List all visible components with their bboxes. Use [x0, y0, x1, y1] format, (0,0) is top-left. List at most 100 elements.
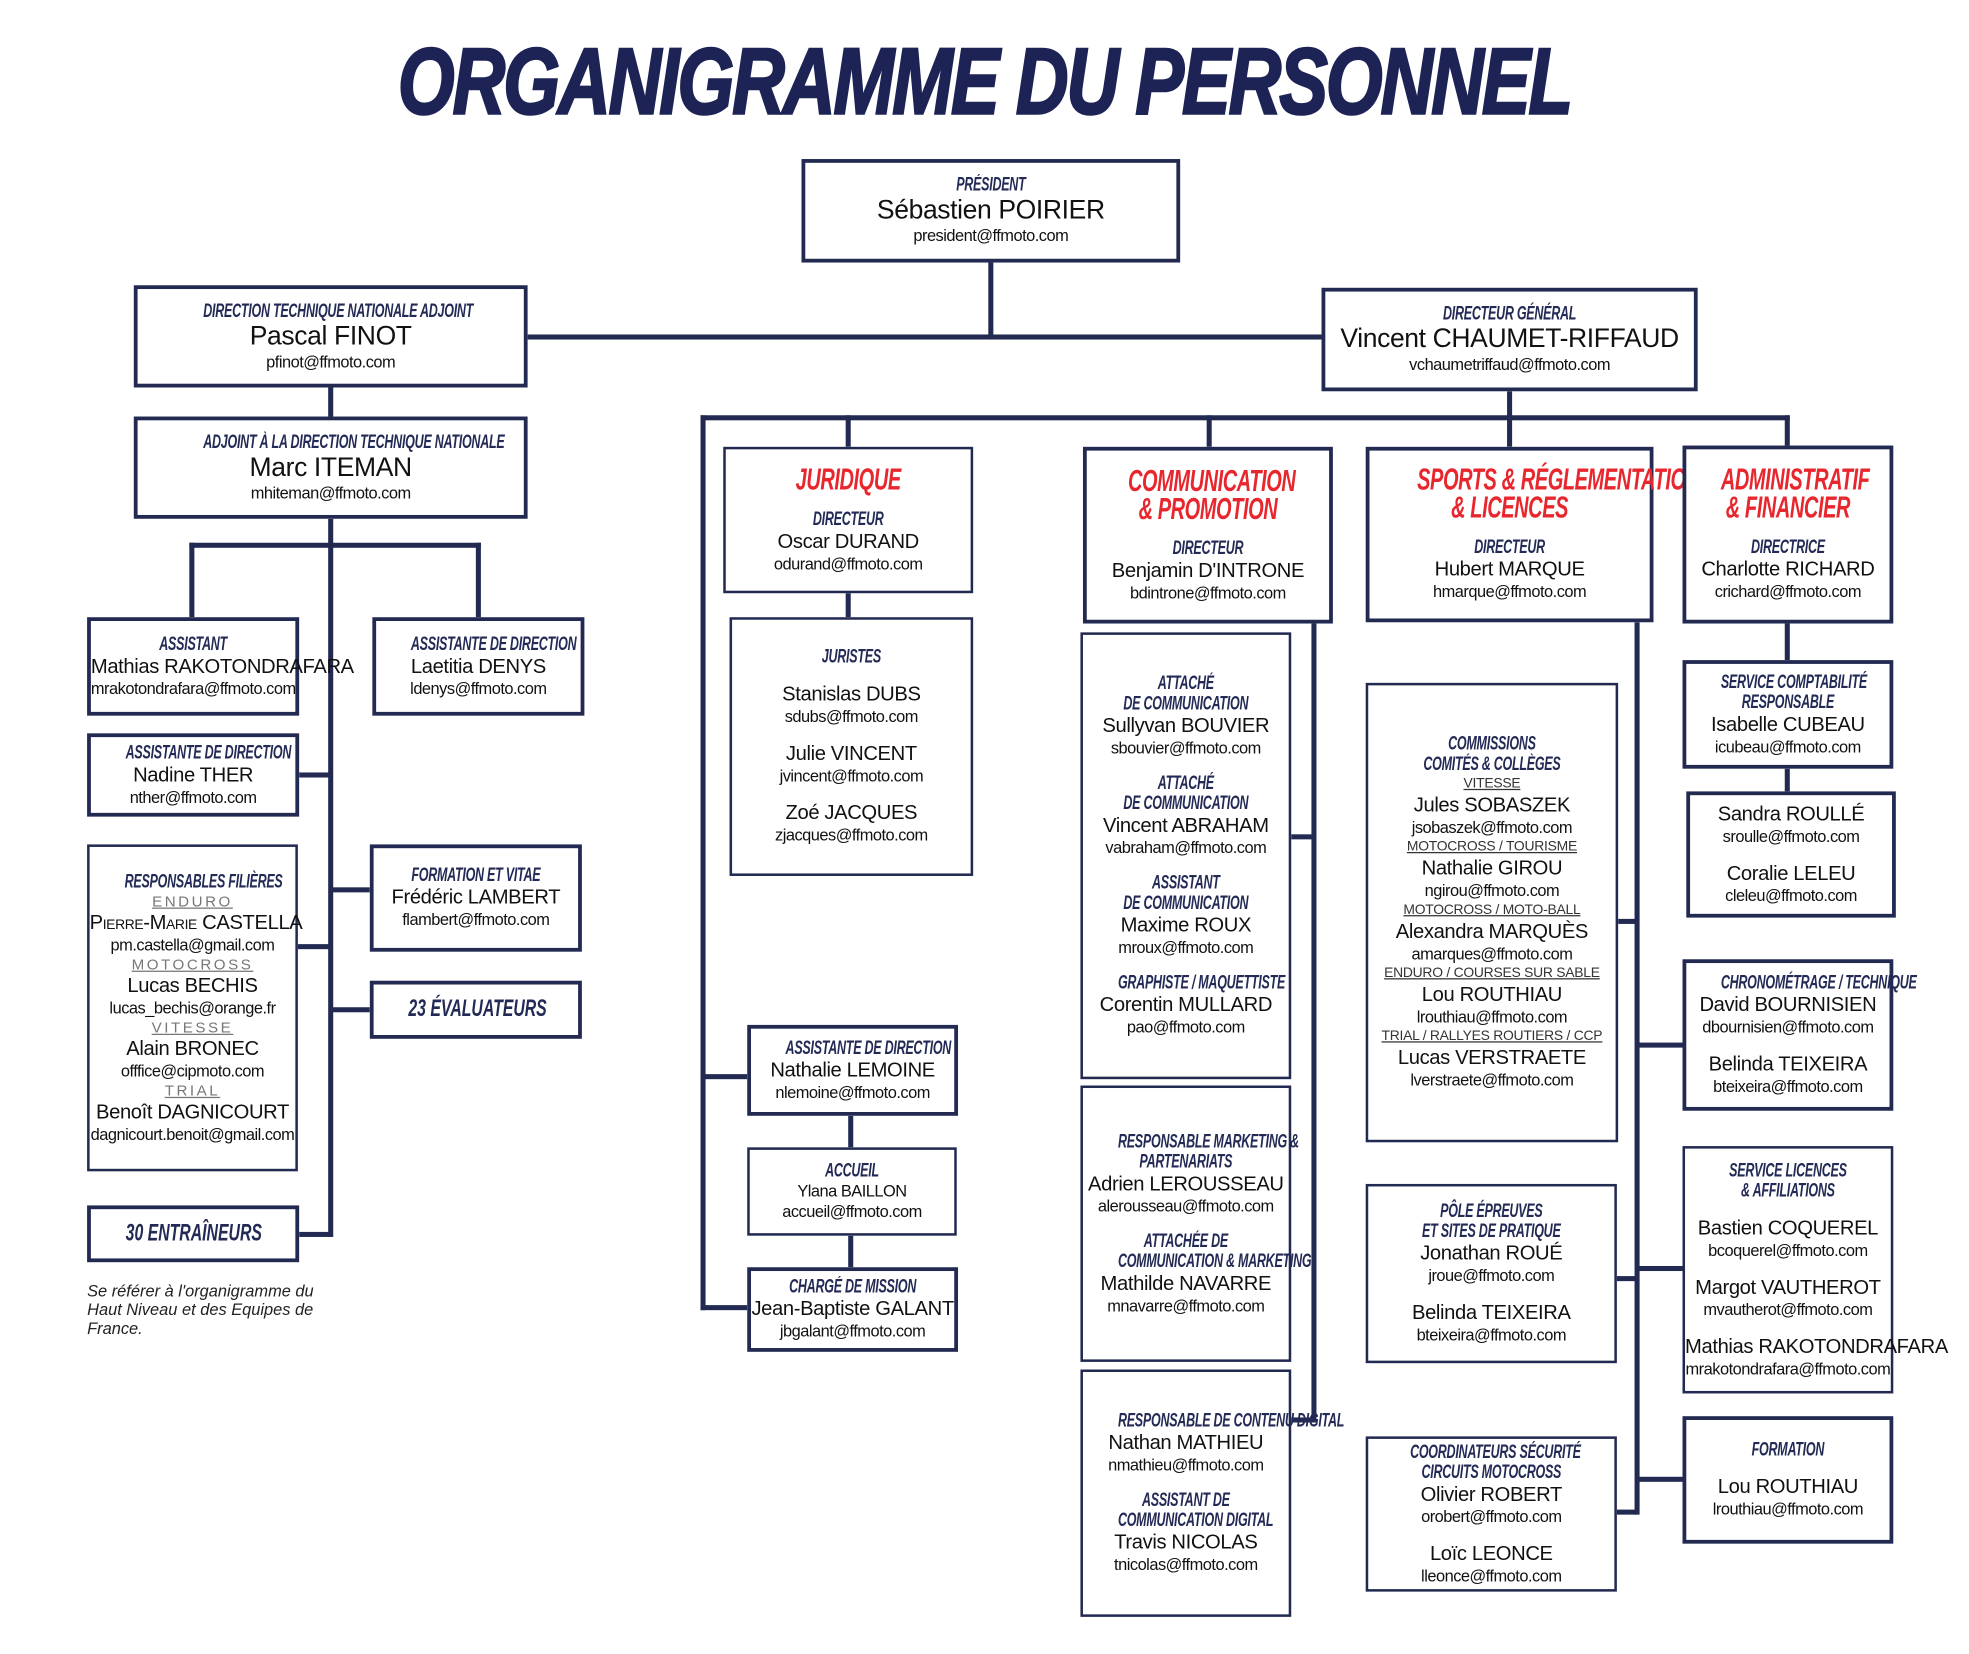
email-address[interactable]: odurand@ffmoto.com [773, 553, 923, 573]
email-address[interactable]: crichard@ffmoto.com [1714, 581, 1862, 601]
email-address[interactable]: vchaumetriffaud@ffmoto.com [1409, 354, 1611, 374]
email-address[interactable]: lverstraete@ffmoto.com [1410, 1070, 1574, 1090]
email-address[interactable]: Ylana BAILLON [797, 1181, 907, 1201]
category-label: MOTOCROSS [131, 954, 254, 973]
person-name: Mathias RAKOTONDRAFARA [1685, 1336, 1948, 1358]
email-address[interactable]: accueil@ffmoto.com [782, 1201, 922, 1221]
email-address[interactable]: mroux@ffmoto.com [1118, 937, 1254, 957]
role-title: FORMATION ET VITAE [411, 864, 541, 887]
email-address[interactable]: pao@ffmoto.com [1126, 1017, 1245, 1037]
email-address[interactable]: dagnicourt.benoit@gmail.com [90, 1123, 295, 1143]
email-address[interactable]: sdubs@ffmoto.com [784, 706, 919, 726]
role-title: FORMATION [1751, 1438, 1825, 1461]
email-address[interactable]: amarques@ffmoto.com [1411, 944, 1573, 964]
email-address[interactable]: lleonce@ffmoto.com [1421, 1565, 1562, 1585]
connector-line [297, 944, 331, 950]
category-label: VITESSE [151, 1017, 234, 1036]
department-title: ADMINISTRATIF [1720, 463, 1870, 498]
connector-line [1637, 1265, 1683, 1272]
email-address[interactable]: ldenys@ffmoto.com [410, 678, 547, 698]
email-address[interactable]: vabraham@ffmoto.com [1105, 838, 1267, 858]
person-name: Alexandra MARQUÈS [1395, 921, 1589, 943]
email-address[interactable]: bteixeira@ffmoto.com [1416, 1325, 1567, 1345]
email-address[interactable]: mnavarre@ffmoto.com [1107, 1295, 1265, 1315]
email-address[interactable]: lrouthiau@ffmoto.com [1712, 1499, 1864, 1519]
email-address[interactable]: mrakotondrafara@ffmoto.com [1685, 1358, 1891, 1378]
role-title: RESPONSABLE DE CONTENU DIGITAL [1117, 1409, 1345, 1432]
person-name: Benjamin D'INTRONE [1111, 559, 1305, 582]
email-address[interactable]: nther@ffmoto.com [129, 786, 257, 806]
role-title: DIRECTEUR [812, 508, 884, 530]
person-name: Nathalie GIROU [1421, 858, 1563, 880]
email-address[interactable]: ngirou@ffmoto.com [1424, 881, 1560, 900]
role-title: DIRECTION TECHNIQUE NATIONALE ADJOINT [203, 299, 474, 322]
email-address[interactable]: zjacques@ffmoto.com [775, 825, 928, 845]
person-name: Julie VINCENT [785, 743, 917, 765]
category-label: VITESSE [1463, 776, 1521, 792]
email-address[interactable]: pm.castella@gmail.com [110, 934, 275, 954]
email-address[interactable]: icubeau@ffmoto.com [1714, 736, 1861, 756]
email-address[interactable]: president@ffmoto.com [913, 225, 1069, 245]
email-address[interactable]: sroulle@ffmoto.com [1722, 826, 1860, 846]
email-address[interactable]: orobert@ffmoto.com [1421, 1506, 1562, 1526]
connector-line [1637, 1476, 1683, 1482]
connector-line [328, 387, 334, 417]
email-address[interactable]: lrouthiau@ffmoto.com [1416, 1007, 1568, 1027]
role-title: CHARGÉ DE MISSION [789, 1276, 917, 1298]
person-name: Coralie LELEU [1726, 863, 1856, 885]
email-address[interactable]: offfice@cipmoto.com [120, 1060, 265, 1080]
email-address[interactable]: mrakotondrafara@ffmoto.com [90, 678, 296, 698]
email-address[interactable]: lucas_bechis@orange.fr [109, 997, 276, 1017]
page-title: ORGANIGRAMME DU PERSONNEL [397, 28, 1574, 135]
email-address[interactable]: alerousseau@ffmoto.com [1097, 1195, 1274, 1215]
department-title: & FINANCIER [1725, 490, 1851, 526]
email-address[interactable]: mhiteman@ffmoto.com [250, 482, 411, 502]
role-title: ATTACHÉE DE [1143, 1230, 1229, 1252]
person-name: Sullyvan BOUVIER [1102, 715, 1270, 738]
connector-line [1784, 623, 1790, 661]
org-box-entraineurs: 30 ENTRAÎNEURS [87, 1205, 300, 1263]
email-address[interactable]: mvautherot@ffmoto.com [1703, 1299, 1873, 1319]
person-name: Lou ROUTHIAU [1717, 1476, 1859, 1499]
email-address[interactable]: bcoquerel@ffmoto.com [1708, 1240, 1868, 1260]
person-name: Maxime ROUX [1120, 915, 1252, 937]
email-address[interactable]: jsobaszek@ffmoto.com [1411, 817, 1573, 837]
email-address[interactable]: sbouvier@ffmoto.com [1110, 738, 1261, 758]
role-title: DE COMMUNICATION [1123, 692, 1249, 715]
email-address[interactable]: bdintrone@ffmoto.com [1130, 582, 1286, 602]
connector-line [1507, 415, 1513, 447]
email-address[interactable]: dbournisien@ffmoto.com [1702, 1017, 1874, 1037]
person-name: Lucas VERSTRAETE [1397, 1047, 1586, 1070]
email-address[interactable]: jroue@ffmoto.com [1428, 1265, 1555, 1285]
role-title: GRAPHISTE / MAQUETTISTE [1117, 971, 1286, 994]
role-title: COMMISSIONS [1448, 733, 1536, 755]
email-address[interactable]: jbgalant@ffmoto.com [779, 1321, 926, 1341]
email-address[interactable]: jvincent@ffmoto.com [779, 766, 924, 786]
person-name: Pierre-Marie CASTELLA [89, 911, 303, 934]
email-address[interactable]: bteixeira@ffmoto.com [1713, 1076, 1863, 1096]
connector-line [328, 518, 334, 1237]
role-title: COMMUNICATION & MARKETING [1117, 1250, 1312, 1272]
email-address[interactable]: tnicolas@ffmoto.com [1114, 1555, 1258, 1574]
person-name: Olivier ROBERT [1420, 1483, 1563, 1506]
role-title: PRÉSIDENT [956, 174, 1026, 196]
role-title: CIRCUITS MOTOCROSS [1421, 1460, 1562, 1483]
person-name: Vincent ABRAHAM [1102, 815, 1269, 837]
email-address[interactable]: cleleu@ffmoto.com [1725, 886, 1857, 905]
role-title: DIRECTEUR [1474, 536, 1545, 558]
connector-line [700, 1305, 748, 1311]
person-name: Travis NICOLAS [1114, 1532, 1258, 1554]
person-name: Nathan MATHIEU [1108, 1432, 1264, 1455]
email-address[interactable]: flambert@ffmoto.com [402, 910, 550, 929]
email-address[interactable]: nlemoine@ffmoto.com [775, 1082, 930, 1102]
email-address[interactable]: hmarque@ffmoto.com [1432, 581, 1587, 601]
email-address[interactable]: nmathieu@ffmoto.com [1108, 1455, 1264, 1475]
email-address[interactable]: pfinot@ffmoto.com [266, 351, 396, 371]
